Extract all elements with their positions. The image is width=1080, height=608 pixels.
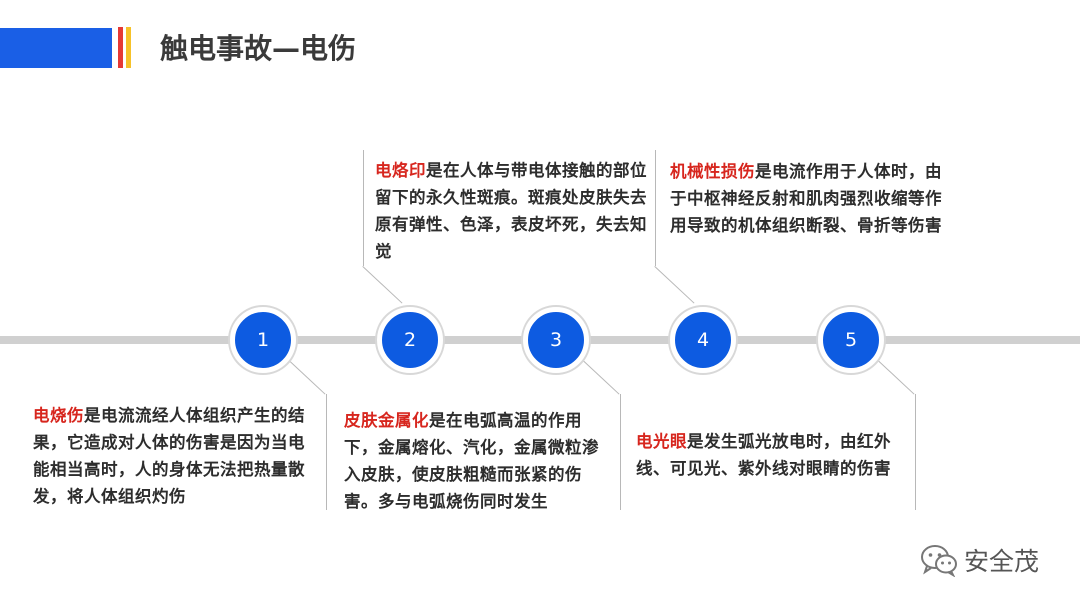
watermark: 安全茂 [920,540,1039,580]
connector-2-vertical [363,150,364,266]
header-accent-red-bar [118,27,123,68]
connector-1-diagonal [285,357,326,395]
item-3-description: 是在电弧高温的作用下，金属熔化、汽化，金属微粒渗入皮肤，使皮肤粗糙而张紧的伤害。… [344,411,599,511]
item-5-description: 是发生弧光放电时，由红外线、可见光、紫外线对眼睛的伤害 [636,432,891,478]
item-4-text: 机械性损伤是电流作用于人体时，由于中枢神经反射和肌肉强烈收缩等作用导致的机体组织… [670,158,945,239]
connector-5-vertical [915,394,916,510]
item-2-text: 电烙印是在人体与带电体接触的部位留下的永久性斑痕。斑痕处皮肤失去原有弹性、色泽，… [375,157,650,265]
timeline-node-3: 3 [523,307,589,373]
item-4-description: 是电流作用于人体时，由于中枢神经反射和肌肉强烈收缩等作用导致的机体组织断裂、骨折… [670,162,942,235]
item-3-text: 皮肤金属化是在电弧高温的作用下，金属熔化、汽化，金属微粒渗入皮肤，使皮肤粗糙而张… [344,407,604,515]
timeline-node-5: 5 [818,307,884,373]
watermark-text: 安全茂 [964,547,1040,576]
header-accent-block [0,28,112,68]
item-2-description: 是在人体与带电体接触的部位留下的永久性斑痕。斑痕处皮肤失去原有弹性、色泽，表皮坏… [375,161,647,261]
item-3-keyword: 皮肤金属化 [344,411,429,430]
wechat-icon [921,545,957,577]
connector-3-diagonal [579,357,620,395]
timeline-node-4: 4 [670,307,736,373]
connector-5-diagonal [874,357,915,395]
connector-4-vertical [655,150,656,266]
page-title: 触电事故—电伤 [160,32,357,65]
timeline-node-1: 1 [230,307,296,373]
item-1-description: 是电流流经人体组织产生的结果，它造成对人体的伤害是因为当电能相当高时，人的身体无… [33,406,305,506]
timeline-node-2: 2 [377,307,443,373]
item-5-keyword: 电光眼 [636,432,687,451]
item-1-keyword: 电烧伤 [33,406,84,425]
item-2-keyword: 电烙印 [375,161,426,180]
connector-4-diagonal [654,266,695,304]
header-accent-yellow-bar [126,27,131,68]
item-1-text: 电烧伤是电流流经人体组织产生的结果，它造成对人体的伤害是因为当电能相当高时，人的… [33,402,308,510]
item-4-keyword: 机械性损伤 [670,162,755,181]
item-5-text: 电光眼是发生弧光放电时，由红外线、可见光、紫外线对眼睛的伤害 [636,428,896,482]
connector-3-vertical [620,394,621,510]
connector-1-vertical [326,394,327,510]
connector-2-diagonal [362,266,403,304]
